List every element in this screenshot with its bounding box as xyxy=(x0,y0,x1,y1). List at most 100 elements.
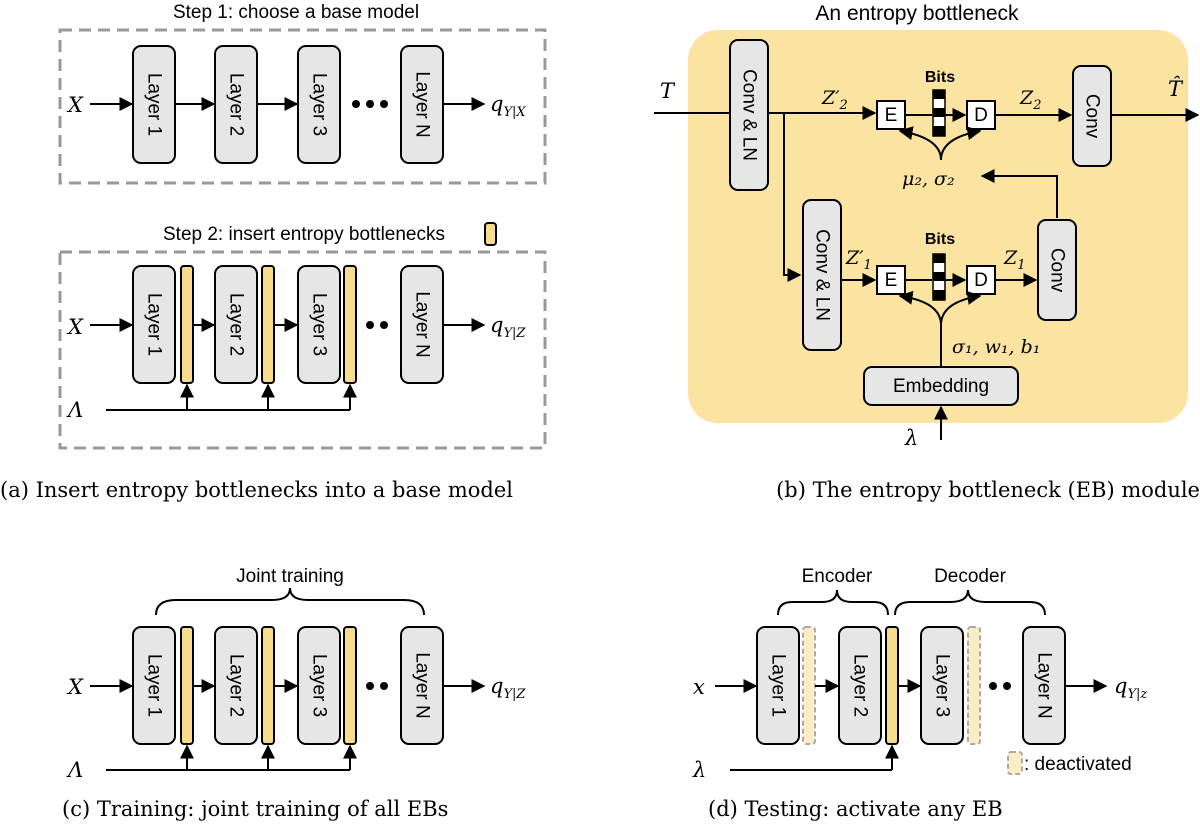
d-eb-3-deactivated xyxy=(967,626,981,745)
eb-encoder-1: E xyxy=(876,265,906,295)
panel-a: Step 1: choose a base model X Layer 1 La… xyxy=(0,2,547,502)
step2-layer-1-label: Layer 1 xyxy=(144,293,165,356)
d-output: qY|z xyxy=(1114,674,1147,702)
panel-d: Encoder Decoder x Layer 1 Layer 2 Layer … xyxy=(692,566,1147,821)
step1-layer-2-label: Layer 2 xyxy=(226,73,247,136)
c-ellipsis-dot xyxy=(366,682,374,690)
eb-branch-line xyxy=(783,113,802,282)
decoder-label: Decoder xyxy=(934,566,1006,587)
c-ellipsis-dot xyxy=(380,682,388,690)
step2-layer-3: Layer 3 xyxy=(297,265,341,384)
eb-decoder-1-label: D xyxy=(974,270,988,291)
eb-conv-1-label: Conv xyxy=(1047,248,1068,293)
panel-b: An entropy bottleneck T Conv & LN Z′2 E … xyxy=(654,2,1200,502)
step1-ellipsis-dot xyxy=(380,100,388,108)
step2-eb-legend-icon xyxy=(484,222,497,246)
d-layer-n-label: Layer N xyxy=(1034,652,1055,719)
c-output: qY|Z xyxy=(490,674,526,702)
step2-dashed-frame xyxy=(58,250,547,450)
d-layer-2: Layer 2 xyxy=(838,626,882,745)
eb-param2-arrow-d xyxy=(940,126,982,161)
c-input-x: X xyxy=(66,675,84,699)
joint-training-brace xyxy=(155,587,425,616)
eb-conv1-to-params2 xyxy=(980,169,1058,218)
step1-ellipsis-dot xyxy=(352,100,360,108)
d-lambda: λ xyxy=(692,758,706,782)
d-legend-text: : deactivated xyxy=(1024,754,1132,775)
eb-conv-2: Conv xyxy=(1072,65,1112,167)
d-layer-3: Layer 3 xyxy=(920,626,964,745)
step1-dashed-frame xyxy=(58,28,547,185)
eb-conv-2-label: Conv xyxy=(1082,94,1103,139)
eb-encoder-2-label: E xyxy=(885,105,898,126)
step2-lambda: Λ xyxy=(66,398,83,422)
c-layer-n-label: Layer N xyxy=(412,652,433,719)
c-layer-2-label: Layer 2 xyxy=(226,654,247,717)
d-ellipsis-dot xyxy=(1003,682,1011,690)
d-layer-1: Layer 1 xyxy=(756,626,800,745)
step1-title: Step 1: choose a base model xyxy=(173,2,419,23)
eb-encoder-2: E xyxy=(876,100,906,130)
d-layer-2-label: Layer 2 xyxy=(850,654,871,717)
caption-a: (a) Insert entropy bottlenecks into a ba… xyxy=(0,478,513,502)
d-layer-1-label: Layer 1 xyxy=(768,654,789,717)
caption-d: (d) Testing: activate any EB xyxy=(708,797,1003,821)
step2-layer-2-label: Layer 2 xyxy=(226,293,247,356)
step1-layer-n-label: Layer N xyxy=(412,71,433,138)
step2-layer-1: Layer 1 xyxy=(132,265,176,384)
eb-conv-ln-2: Conv & LN xyxy=(802,199,842,351)
c-eb-3 xyxy=(343,626,357,745)
step1-layer-3: Layer 3 xyxy=(297,45,341,164)
c-eb-2 xyxy=(261,626,275,745)
eb-param1-arrow-d xyxy=(940,291,982,326)
eb-z2: Z2 xyxy=(1019,87,1041,113)
eb-bits-1-icon xyxy=(932,253,946,301)
eb-input-t: T xyxy=(660,79,676,103)
step2-layer-n-label: Layer N xyxy=(412,291,433,358)
eb-bits-2-label: Bits xyxy=(925,69,955,86)
eb-conv-ln-1-label: Conv & LN xyxy=(739,69,760,161)
caption-c: (c) Training: joint training of all EBs xyxy=(62,797,448,821)
step2-title: Step 2: insert entropy bottlenecks xyxy=(163,224,445,245)
c-layer-3-label: Layer 3 xyxy=(309,654,330,717)
c-layer-2: Layer 2 xyxy=(214,626,258,745)
step1-input-x: X xyxy=(66,93,84,117)
step1-ellipsis-dot xyxy=(366,100,374,108)
c-layer-1: Layer 1 xyxy=(132,626,176,745)
step2-eb-3 xyxy=(343,265,357,384)
d-legend-deactivated-icon xyxy=(1007,751,1023,775)
eb-bits-2-icon xyxy=(932,89,946,137)
step2-layer-n: Layer N xyxy=(400,265,444,384)
d-eb-1-deactivated xyxy=(802,626,816,745)
eb-embedding: Embedding xyxy=(863,366,1019,406)
encoder-brace xyxy=(777,589,889,616)
decoder-brace xyxy=(894,589,1046,616)
step1-layer-n: Layer N xyxy=(400,45,444,164)
d-input-x: x xyxy=(693,675,705,699)
step2-layer-2: Layer 2 xyxy=(214,265,258,384)
eb-title: An entropy bottleneck xyxy=(815,2,1019,25)
eb-z1: Z1 xyxy=(1003,247,1025,273)
step1-layer-3-label: Layer 3 xyxy=(309,73,330,136)
eb-decoder-2: D xyxy=(966,100,996,130)
eb-lambda: λ xyxy=(904,426,918,450)
eb-decoder-2-label: D xyxy=(974,105,988,126)
step2-output: qY|Z xyxy=(490,313,526,341)
panel-c: Joint training X Layer 1 Layer 2 Layer 3… xyxy=(62,566,526,821)
c-layer-3: Layer 3 xyxy=(297,626,341,745)
eb-decoder-1: D xyxy=(966,265,996,295)
encoder-label: Encoder xyxy=(802,566,873,587)
eb-z1-prime: Z′1 xyxy=(845,247,872,273)
step2-ellipsis-dot xyxy=(380,321,388,329)
d-eb-2-active xyxy=(885,626,899,745)
eb-params-2: μ₂, σ₂ xyxy=(902,168,955,190)
c-layer-n: Layer N xyxy=(400,626,444,745)
step1-layer-1: Layer 1 xyxy=(132,45,176,164)
step2-eb-2 xyxy=(261,265,275,384)
eb-bits-1-label: Bits xyxy=(925,231,955,248)
c-lambda: Λ xyxy=(66,758,83,782)
eb-output-t-hat: T̂ xyxy=(1168,77,1184,101)
c-eb-1 xyxy=(180,626,194,745)
c-layer-1-label: Layer 1 xyxy=(144,654,165,717)
